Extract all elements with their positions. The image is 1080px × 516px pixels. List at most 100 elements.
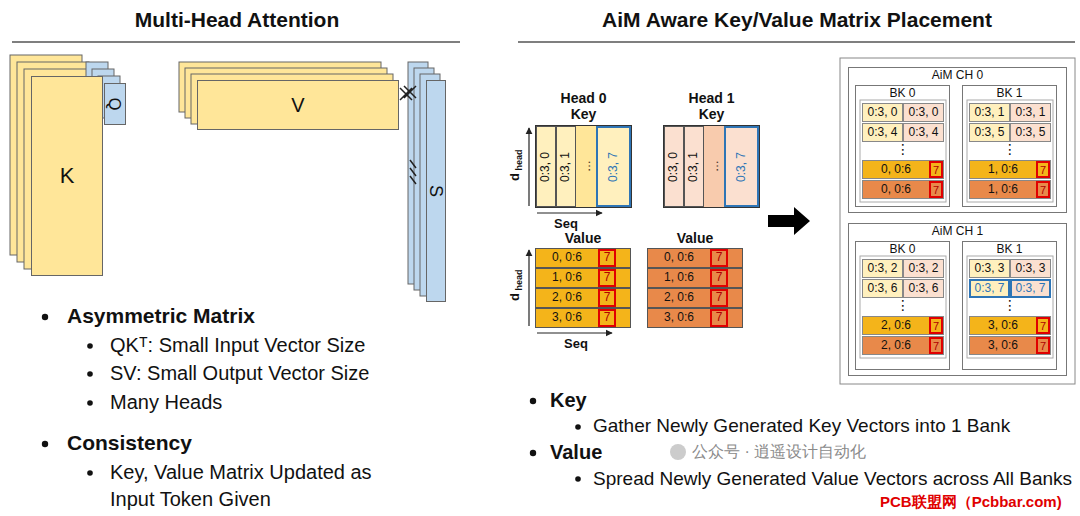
node-text: 0:3, 2 <box>867 262 897 276</box>
node-text: BK 1 <box>996 87 1022 101</box>
node-text: 7 <box>604 251 611 265</box>
index-cell: 7 <box>598 269 616 287</box>
key-cell: 0:3, 2 <box>903 259 944 278</box>
node-text: Value <box>665 230 725 246</box>
node-text: V <box>291 94 304 117</box>
node-text: 0, 0:6 <box>552 251 582 265</box>
node-text: 7 <box>716 311 723 325</box>
node-text: 7 <box>1040 163 1046 176</box>
key-cell: 0:3, 3 <box>1010 259 1051 278</box>
bullet-text: Spread Newly Generated Value Vectors acr… <box>593 466 1075 491</box>
bullet-dot <box>575 424 581 430</box>
watermark: 公众号 · 逍遥设计自动化 <box>692 442 866 462</box>
node-text: Head 0 Key <box>552 90 616 122</box>
bullet-heading: Value <box>550 440 602 465</box>
axis-label: Seq <box>554 217 578 231</box>
node-text: 0:3, 7 <box>735 151 749 181</box>
value-row: 71, 0:6 <box>647 268 743 288</box>
node-text: 0:3, 3 <box>974 262 1004 276</box>
key-column: 0:3, 7 <box>724 126 759 207</box>
node-text: 0:3, 7 <box>607 151 621 181</box>
key-cell: 0:3, 3 <box>969 259 1010 278</box>
key-cell: 0:3, 6 <box>903 279 944 298</box>
node-text: 7 <box>604 271 611 285</box>
node-text: 0:3, 2 <box>908 262 938 276</box>
bank-cell-area <box>967 256 1053 358</box>
bullet-dot <box>530 450 536 456</box>
index-cell: 7 <box>710 249 728 267</box>
value-row: 72, 0:6 <box>647 288 743 308</box>
axis-label: head <box>515 149 525 170</box>
index-cell: 7 <box>598 289 616 307</box>
node-text: 7 <box>1040 183 1046 196</box>
watermark-icon <box>670 444 686 460</box>
value-row: 70, 0:6 <box>647 248 743 268</box>
key-cell: 0:3, 7 <box>1010 279 1051 298</box>
watermark-icon <box>670 444 686 460</box>
node-text: 2, 0:6 <box>664 291 694 305</box>
node-text: 0:3, 5 <box>1015 126 1045 140</box>
value-row: 7 1, 0:6 <box>969 180 1051 199</box>
bullet-dot <box>87 371 93 377</box>
bullet-dot <box>87 343 93 349</box>
node-text: 7 <box>1040 319 1046 332</box>
section-title: Multi-Head Attention <box>135 8 340 31</box>
node-text: 2, 0:6 <box>881 319 911 333</box>
ellipsis: ⋮ <box>896 142 910 157</box>
node-text: BK 0 <box>889 87 915 101</box>
node-text: 7 <box>933 319 939 332</box>
bullet-dot <box>530 398 536 404</box>
bullet-dot <box>42 441 48 447</box>
node-text: 0:3, 6 <box>867 282 897 296</box>
node-text: 0, 0:6 <box>881 183 911 197</box>
index-cell: 7 <box>710 269 728 287</box>
index-cell: 7 <box>929 317 943 334</box>
key-column: 0:3, 7 <box>596 126 631 207</box>
key-cell: 0:3, 5 <box>969 123 1010 142</box>
node-text: Value <box>553 230 613 246</box>
bullet-text: SV: Small Output Vector Size <box>110 361 369 386</box>
node-text: BK 0 <box>889 243 915 257</box>
bullet-heading: Key <box>550 388 587 413</box>
bullet-text: Key, Value Matrix Updated as Input Token… <box>110 459 410 513</box>
node-text: 0:3, 0 <box>539 151 553 181</box>
title-rule <box>12 41 1075 43</box>
node-text: 0:3, 4 <box>867 126 897 140</box>
multiply-mark <box>410 160 416 184</box>
bank-cell-area <box>967 100 1053 202</box>
matrix-block: V <box>197 80 399 130</box>
node-text: 7 <box>604 311 611 325</box>
node-text: 1, 0:6 <box>988 163 1018 177</box>
matrix-block: K <box>31 76 103 276</box>
node-text: 0:3, 1 <box>559 151 573 181</box>
bullet-dot <box>87 470 93 476</box>
node-text: 7 <box>604 291 611 305</box>
node-text: 1, 0:6 <box>552 271 582 285</box>
node-text: 1, 0:6 <box>988 183 1018 197</box>
stacked-matrix <box>10 55 440 296</box>
bullet-dot <box>42 314 581 482</box>
matrix-block: Q <box>104 83 126 125</box>
key-cell: 0:3, 7 <box>969 279 1010 298</box>
matrix-block: S <box>426 80 446 302</box>
index-cell: 7 <box>929 337 943 354</box>
value-matrix: 70, 0:671, 0:672, 0:673, 0:6Value <box>647 248 743 328</box>
value-matrix: 70, 0:671, 0:672, 0:673, 0:6Value <box>535 248 631 328</box>
index-cell: 7 <box>1036 161 1050 178</box>
channel-box: 0:3, 00:3, 00:3, 40:3, 470, 0:670, 0:6BK… <box>848 67 1067 213</box>
watermark: PCB联盟网（Pcbbar.com) <box>878 492 1064 513</box>
value-row: 73, 0:6 <box>969 336 1051 355</box>
node-text: S <box>426 185 447 197</box>
node-text: AiM CH 1 <box>932 225 983 239</box>
axis-arrow <box>537 332 612 333</box>
channel-box: 0:3, 20:3, 20:3, 60:3, 672, 0:672, 0:6BK… <box>848 223 1067 376</box>
node-text: 0:3, 0 <box>908 106 938 120</box>
index-cell: 7 <box>1036 337 1050 354</box>
bullet-text: QKᵀ: Small Input Vector Size <box>110 333 365 358</box>
value-row: 72, 0:6 <box>862 336 944 355</box>
index-cell: 7 <box>1036 181 1050 198</box>
bank-cell-area <box>860 100 1053 358</box>
title-rule <box>12 41 460 43</box>
node-text: 0:3, 0 <box>867 106 897 120</box>
